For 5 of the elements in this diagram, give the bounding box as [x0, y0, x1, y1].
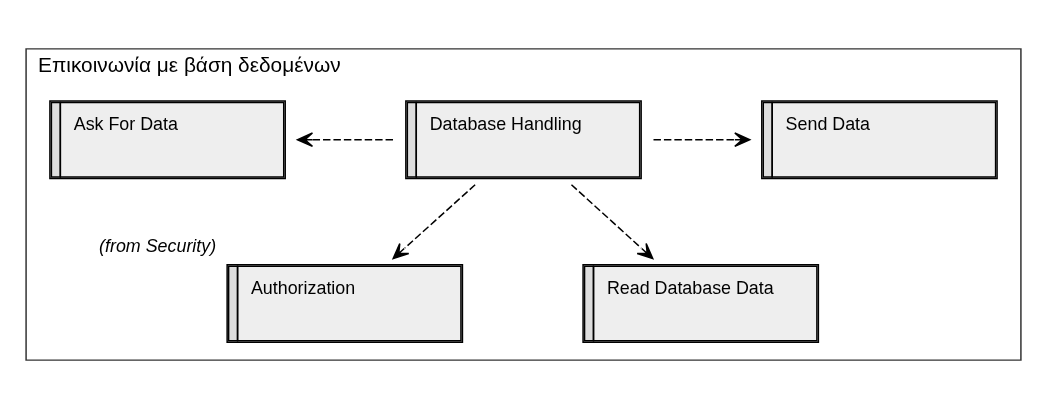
arrow [296, 131, 395, 147]
arrow [570, 183, 654, 259]
arrow [392, 183, 476, 259]
node-label: (from Security) [99, 235, 217, 256]
arrow [652, 131, 751, 147]
